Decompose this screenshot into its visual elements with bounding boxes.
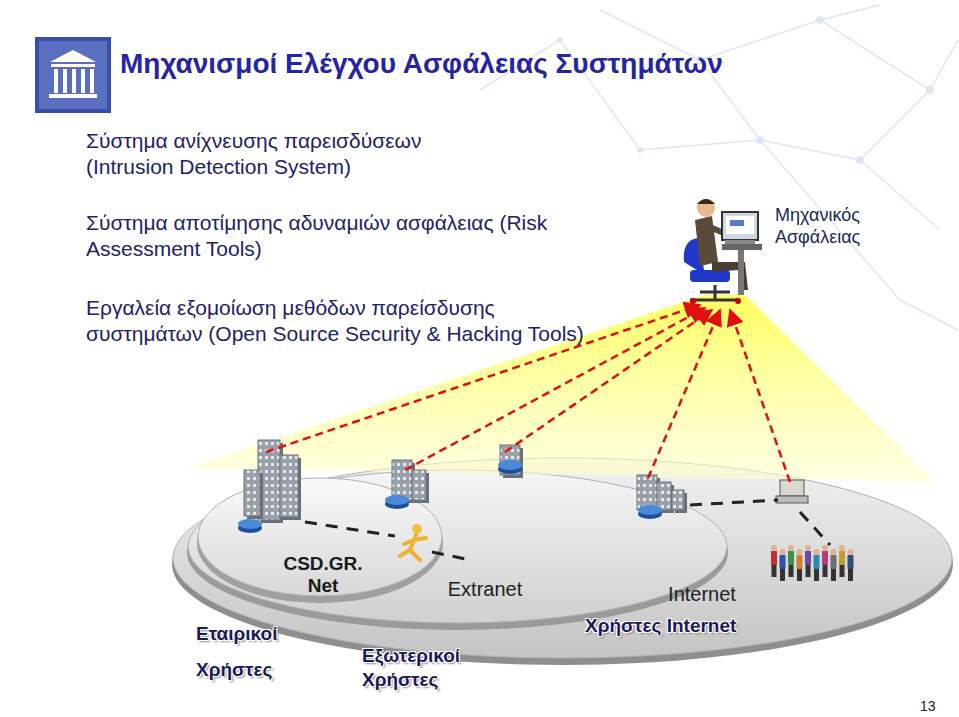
person-body [839, 551, 845, 565]
person-legs [831, 569, 836, 581]
person-body [805, 551, 811, 565]
person-body [822, 551, 828, 565]
building [280, 455, 298, 517]
person-body [797, 555, 803, 569]
building [244, 470, 260, 516]
building [392, 460, 412, 500]
router [498, 460, 522, 470]
zone-name: Extranet [435, 578, 535, 600]
engineer [684, 199, 762, 304]
person-body [848, 555, 854, 569]
person-head [814, 549, 820, 555]
person-legs [780, 569, 785, 581]
person-legs [789, 565, 794, 577]
person-head [848, 549, 854, 555]
people-group [771, 545, 854, 581]
person-legs [797, 569, 802, 581]
zone-name: Internet [642, 583, 762, 605]
router [238, 519, 262, 529]
person-legs [848, 569, 853, 581]
bullet-text: Σύστημα αποτίμησης αδυναμιών ασφάλειας (… [86, 210, 586, 262]
person-body [788, 551, 794, 565]
person-head [831, 549, 837, 555]
person-legs [814, 569, 819, 581]
person-head [822, 545, 828, 551]
dashed-links [305, 500, 830, 560]
person-body [814, 555, 820, 569]
terminal-base [776, 496, 808, 503]
person-legs [806, 565, 811, 577]
bullet-text: Εργαλεία εξομοίωση μεθόδων παρείσδυσης σ… [86, 295, 586, 347]
person-legs [823, 565, 828, 577]
slide-title: Μηχανισμοί Ελέγχου Ασφάλειας Συστημάτων [120, 48, 723, 80]
role-label: Μηχανικός Ασφάλειας [775, 204, 915, 248]
logo [35, 37, 111, 113]
user-group-label: Εταιρικοί Χρήστες [196, 616, 296, 688]
buildings [238, 440, 808, 533]
person-head [788, 545, 794, 551]
building [412, 470, 426, 500]
person-legs [772, 565, 777, 577]
person-head [805, 545, 811, 551]
person-head [771, 545, 777, 551]
person-head [797, 549, 803, 555]
building [637, 475, 657, 510]
zone-name: CSD.GR. Net [275, 553, 371, 597]
router [638, 505, 662, 515]
network-dots [557, 16, 934, 164]
building [672, 490, 684, 510]
user-group-label: Χρήστες Internet [585, 614, 785, 638]
person-legs [840, 565, 845, 577]
router [385, 495, 409, 505]
page-number: 13 [920, 698, 950, 714]
person-body [780, 555, 786, 569]
person-body [771, 551, 777, 565]
person-body [831, 555, 837, 569]
bullet-text: Σύστημα ανίχνευσης παρεισδύσεων (Intrusi… [86, 128, 506, 180]
person-head [780, 549, 786, 555]
terminal [780, 480, 804, 496]
building [657, 482, 671, 510]
person-head [839, 545, 845, 551]
user-group-label: Εξωτερικοί Χρήστες [362, 644, 482, 692]
runner-figure [400, 524, 426, 560]
